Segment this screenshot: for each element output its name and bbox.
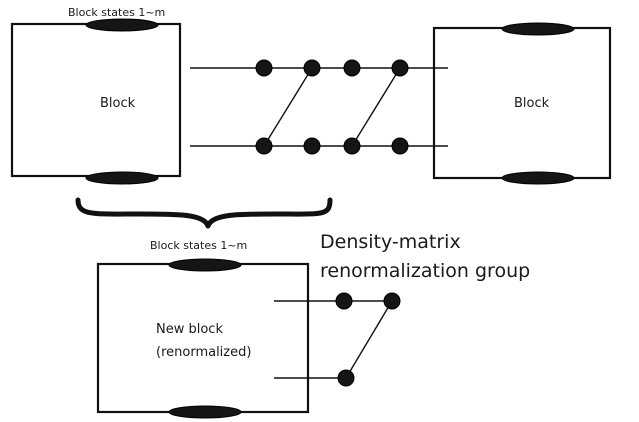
block-states-blob-bottom [168, 405, 242, 419]
block-states-label: Block states 1~m [68, 6, 165, 19]
site-dot [335, 292, 353, 310]
block-label: Block [514, 96, 550, 111]
caption-line-2: renormalization group [320, 260, 530, 282]
caption-line-1: Density-matrix [320, 231, 461, 253]
site-dot [383, 292, 401, 310]
site-dot [255, 59, 273, 77]
new-block-sublabel: (renormalized) [156, 345, 251, 360]
block-states-blob-top [85, 18, 159, 32]
block-label: Block [100, 96, 136, 111]
site-dot [343, 59, 361, 77]
caption: Density-matrix renormalization group [320, 231, 530, 282]
grouping-brace [75, 197, 333, 229]
new-block-label: New block [156, 322, 223, 337]
zigzag-link [345, 300, 393, 379]
new-block: Block states 1~m New block (renormalized… [96, 239, 310, 419]
site-dot [303, 137, 321, 155]
zigzag-link-2 [351, 67, 401, 147]
top-left-block: Block states 1~m Block [10, 6, 182, 185]
zigzag-link-1 [263, 67, 313, 147]
site-dot [343, 137, 361, 155]
site-dot [391, 59, 409, 77]
block-states-blob-top [168, 258, 242, 272]
top-right-block: Block [432, 22, 612, 185]
site-dot [337, 369, 355, 387]
site-dot [303, 59, 321, 77]
block-states-blob-bottom [501, 171, 575, 185]
block-states-label: Block states 1~m [150, 239, 247, 252]
new-block-chain [274, 292, 401, 387]
site-dot [391, 137, 409, 155]
site-dot [255, 137, 273, 155]
block-states-blob-top [501, 22, 575, 36]
block-states-blob-bottom [85, 171, 159, 185]
site-chain [190, 59, 448, 155]
